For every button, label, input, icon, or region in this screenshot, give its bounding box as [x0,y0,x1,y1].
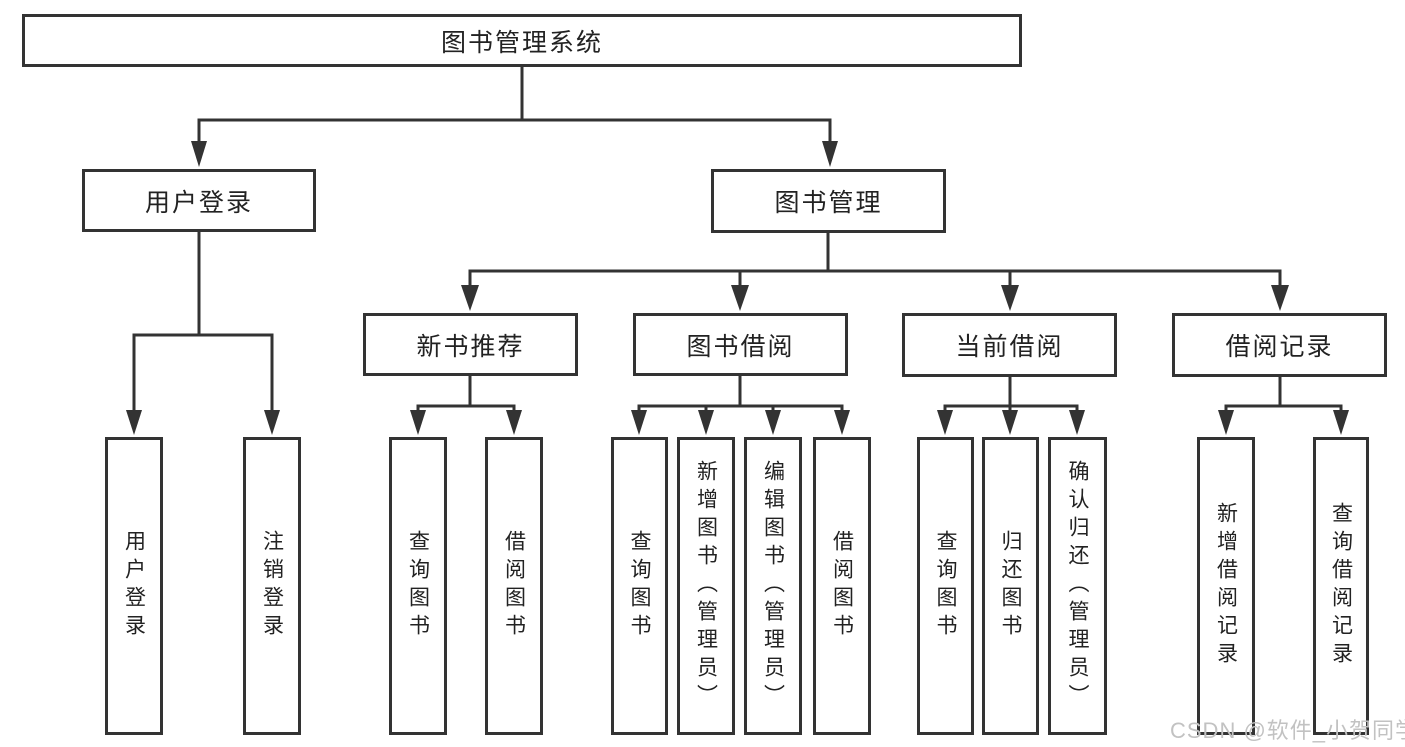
leaf-cb-confirm-return-admin: 确认归还（管理员） [1048,437,1107,735]
node-library-system: 图书管理系统 [22,14,1022,67]
leaf-cb-return-books: 归还图书 [982,437,1039,735]
leaf-bb-borrow-books: 借阅图书 [813,437,871,735]
leaf-bb-query-books: 查询图书 [611,437,668,735]
node-user-login: 用户登录 [82,169,316,232]
node-book-management: 图书管理 [711,169,946,233]
leaf-nb-query-books: 查询图书 [389,437,447,735]
leaf-br-add-record: 新增借阅记录 [1197,437,1255,735]
leaf-bb-add-books-admin: 新增图书（管理员） [677,437,735,735]
node-book-borrowing: 图书借阅 [633,313,848,376]
watermark: CSDN @软件_小贺同学 [1170,718,1405,743]
leaf-br-query-record: 查询借阅记录 [1313,437,1369,735]
arrowheads [126,141,1349,435]
leaf-bb-edit-books-admin: 编辑图书（管理员） [744,437,802,735]
leaf-cb-query-books: 查询图书 [917,437,974,735]
node-current-borrowing: 当前借阅 [902,313,1117,377]
leaf-nb-borrow-books: 借阅图书 [485,437,543,735]
node-new-book-recommendation: 新书推荐 [363,313,578,376]
node-borrowing-records: 借阅记录 [1172,313,1387,377]
connector-lines [132,65,1343,415]
leaf-logout: 注销登录 [243,437,301,735]
leaf-user-login: 用户登录 [105,437,163,735]
